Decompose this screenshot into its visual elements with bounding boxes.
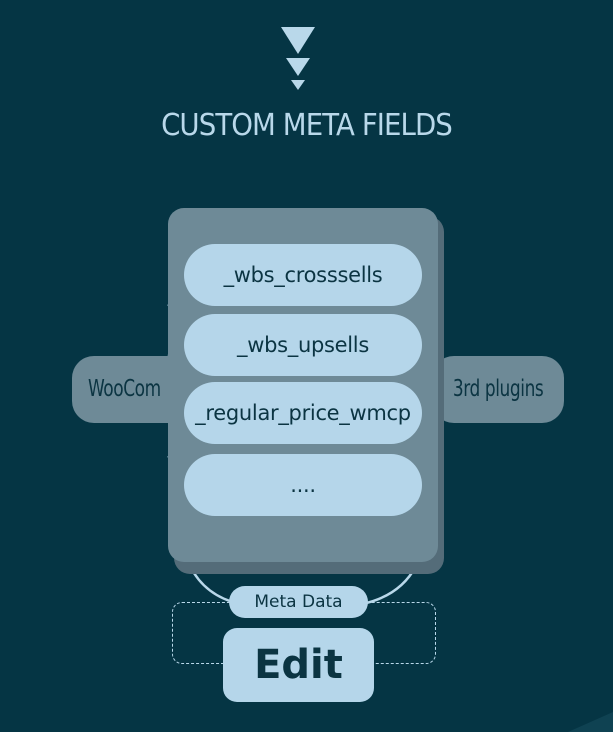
decorative-corner-mark (568, 712, 613, 732)
meta-field-regular-price: _regular_price_wmcp (184, 382, 422, 444)
source-woocommerce-label: WooCom (88, 376, 161, 402)
meta-field-upsells: _wbs_upsells (184, 314, 422, 376)
meta-field-label: _wbs_upsells (237, 333, 369, 357)
meta-field-label: _regular_price_wmcp (195, 401, 411, 425)
meta-field-label: .... (290, 473, 316, 497)
meta-field-crosssells: _wbs_crosssells (184, 244, 422, 306)
stacked-down-arrows-icon (281, 27, 315, 90)
meta-field-label: _wbs_crosssells (223, 263, 383, 287)
meta-data-label: Meta Data (229, 586, 368, 618)
meta-field-more: .... (184, 454, 422, 516)
source-third-party-plugins: 3rd plugins (432, 356, 564, 423)
page-title: CUSTOM META FIELDS (161, 108, 453, 143)
source-third-party-plugins-label: 3rd plugins (452, 376, 544, 402)
edit-button[interactable]: Edit (223, 628, 374, 702)
